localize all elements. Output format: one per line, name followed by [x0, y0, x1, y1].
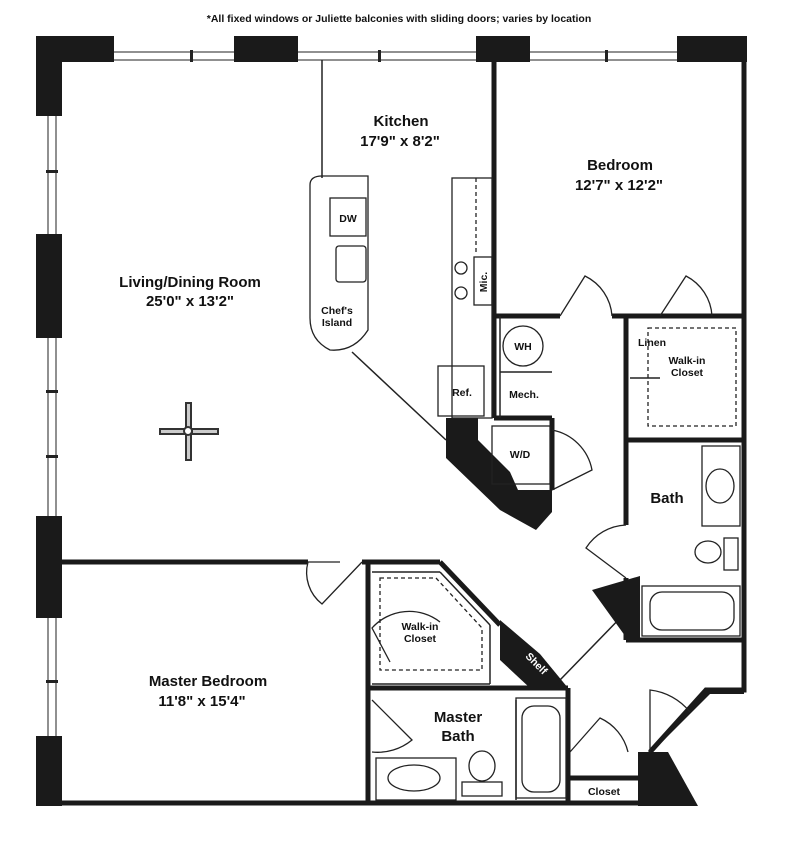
wd-label: W/D — [510, 449, 531, 461]
master-bedroom-dims: 11'8" x 15'4" — [158, 693, 245, 710]
linen-label: Linen — [638, 337, 666, 349]
wh-label: WH — [514, 341, 532, 353]
bedroom-closet-label-1: Walk-in — [669, 355, 706, 367]
ceiling-fan-icon — [159, 402, 219, 461]
window-left — [47, 115, 57, 737]
mech-label: Mech. — [509, 389, 539, 401]
master-bedroom-label: Master Bedroom — [149, 673, 267, 690]
dw-label: DW — [339, 213, 357, 225]
window-mullions — [46, 50, 608, 683]
utility-fixtures — [379, 325, 737, 671]
kitchen-label: Kitchen — [373, 113, 428, 130]
mic-label: Mic. — [478, 272, 490, 293]
bath-fixtures — [375, 445, 741, 801]
bedroom-label: Bedroom — [587, 157, 653, 174]
door-swings — [305, 275, 713, 753]
island-label-1: Chef's — [321, 305, 353, 317]
exterior-columns — [36, 36, 747, 806]
windows-note: *All fixed windows or Juliette balconies… — [206, 13, 592, 25]
bedroom-dims: 12'7" x 12'2" — [575, 177, 663, 194]
bath-label: Bath — [650, 490, 683, 507]
kitchen-counters — [309, 175, 493, 419]
living-dims: 25'0" x 13'2" — [146, 293, 234, 310]
master-bath-label-1: Master — [434, 709, 483, 726]
window-top — [113, 51, 678, 61]
interior-walls — [62, 60, 744, 803]
master-closet-label-1: Walk-in — [402, 621, 439, 633]
island-label-2: Island — [322, 317, 352, 329]
ref-label: Ref. — [452, 387, 472, 399]
structural-wedges — [446, 418, 744, 752]
living-label: Living/Dining Room — [119, 274, 261, 291]
kitchen-dims: 17'9" x 8'2" — [360, 133, 440, 150]
closet-label: Closet — [588, 786, 621, 798]
master-closet-label-2: Closet — [404, 633, 437, 645]
master-bath-label-2: Bath — [441, 728, 474, 745]
bedroom-closet-label-2: Closet — [671, 367, 704, 379]
